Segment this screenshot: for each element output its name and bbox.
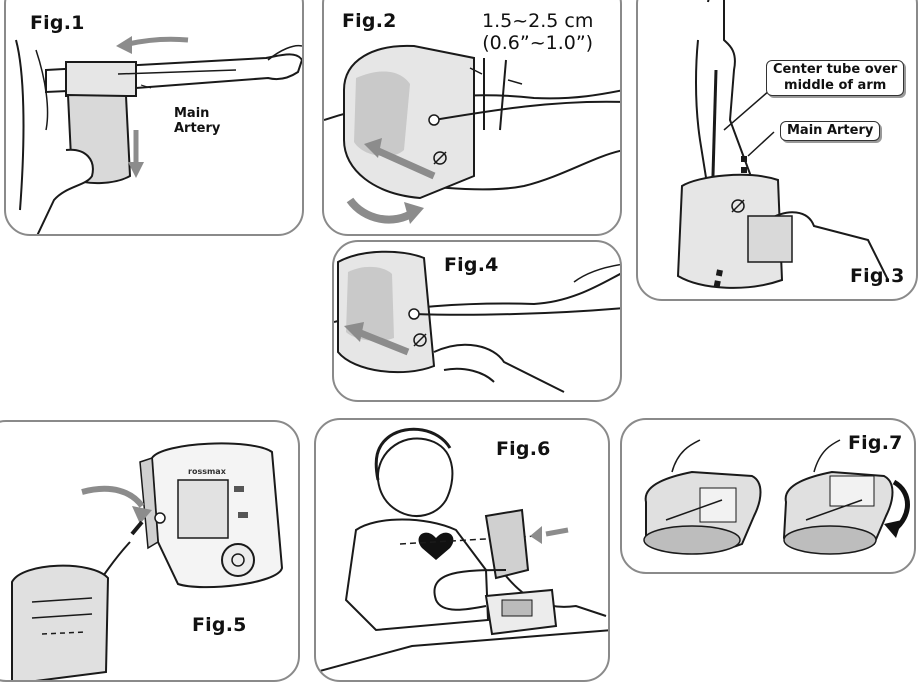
figure-4-panel: Fig.4 (332, 240, 622, 402)
figure-3-artery-callout: Main Artery (780, 121, 881, 141)
figure-2-panel: Fig.2 1.5~2.5 cm (0.6”~1.0”) (322, 0, 622, 236)
figure-3-label: Fig.3 (850, 265, 905, 287)
figure-6-label: Fig.6 (496, 438, 551, 460)
figure-1-callout-line2: Artery (174, 121, 221, 136)
figure-3-tube-line1: Center tube over (773, 62, 898, 77)
figure-1-artery-callout: Main Artery (174, 106, 220, 136)
figure-6-illustration (316, 427, 608, 673)
figure-1-label: Fig.1 (30, 12, 85, 34)
figure-2-label: Fig.2 (342, 10, 397, 32)
figure-7-panel: Fig.7 (620, 418, 916, 574)
figure-7-label: Fig.7 (848, 432, 903, 454)
figure-2-measure-line1: 1.5~2.5 cm (482, 10, 594, 32)
figure-1-callout-line1: Main (174, 106, 210, 121)
figure-6-panel: Fig.6 (314, 418, 610, 682)
figure-4-label: Fig.4 (444, 254, 499, 276)
figure-3-illustration (676, 0, 889, 291)
figure-5-device-brand: rossmax (188, 467, 227, 476)
figure-2-measure-line2: (0.6”~1.0”) (482, 32, 594, 54)
figure-4-illustration (334, 250, 620, 393)
figure-3-tube-line2: middle of arm (784, 78, 887, 93)
figure-2-illustration (324, 44, 620, 224)
figure-7-illustration (643, 439, 910, 555)
figure-3-panel: Center tube over middle of arm Main Arte… (636, 0, 918, 301)
figure-1-panel: Fig.1 Main Artery (4, 0, 304, 236)
figure-5-label: Fig.5 (192, 614, 247, 636)
figure-1-illustration (15, 36, 302, 234)
figure-2-measurement: 1.5~2.5 cm (0.6”~1.0”) (482, 10, 593, 54)
figure-5-panel: rossmax Fig.5 (0, 420, 300, 682)
figure-3-tube-callout: Center tube over middle of arm (766, 60, 905, 96)
figure-5-illustration: rossmax (11, 442, 284, 680)
